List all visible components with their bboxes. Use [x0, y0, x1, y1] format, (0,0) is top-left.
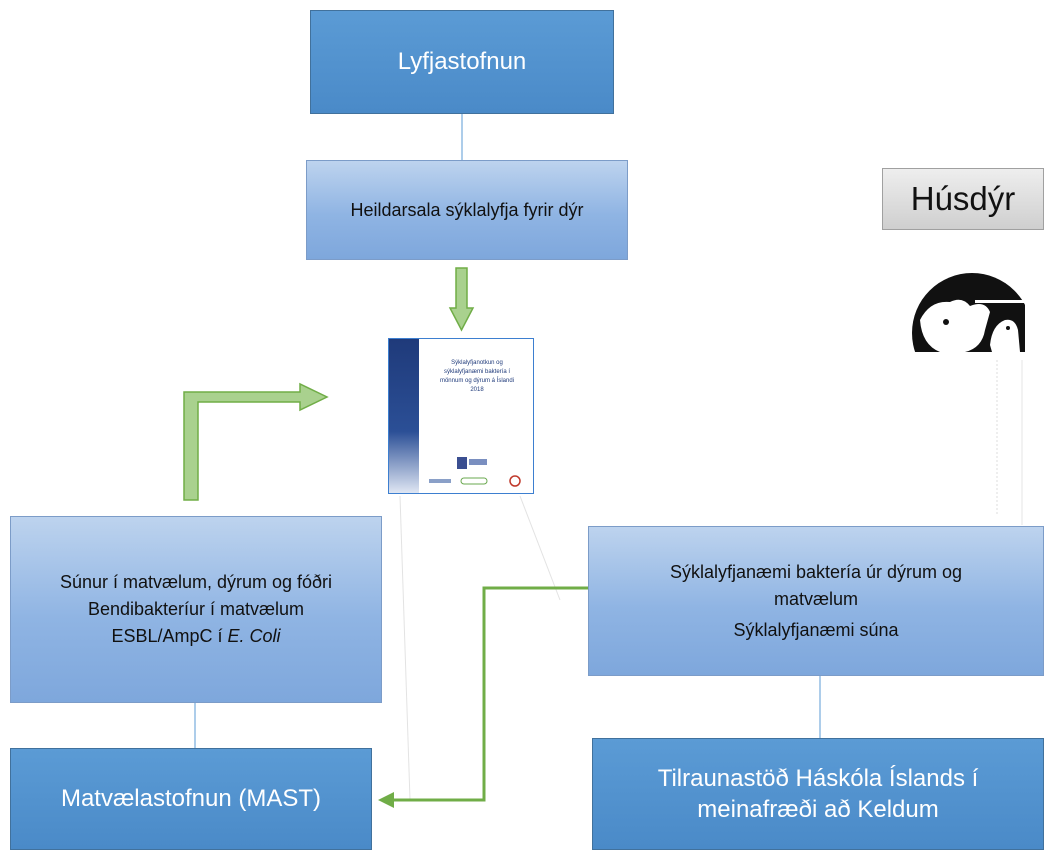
box-syklalyfjanaemi-line1: Sýklalyfjanæmi baktería úr dýrum og matv… [669, 561, 963, 609]
report-cover-title-line3: mönnum og dýrum á Íslandi [439, 378, 515, 384]
box-heildarsala: Heildarsala sýklalyfja fyrir dýr [306, 160, 628, 260]
report-cover-year: 2018 [470, 387, 484, 393]
box-sunur-line2: Bendibakteríur í matvælum [87, 599, 305, 619]
box-sunur-line3-italic: E. Coli [227, 626, 281, 646]
box-sunur-line3: ESBL/AmpC í E. Coli [111, 623, 280, 650]
box-heildarsala-label: Heildarsala sýklalyfja fyrir dýr [350, 199, 584, 220]
faint-line-2 [519, 495, 561, 601]
report-cover-title-line2: sýklalyfjanæmi baktería í [443, 369, 511, 375]
box-lyfjastofnun-label: Lyfjastofnun [397, 48, 527, 75]
box-sunur: Súnur í matvælum, dýrum og fóðri Bendiba… [10, 516, 382, 703]
down-arrow-icon [448, 267, 475, 332]
report-cover-band [389, 339, 419, 493]
report-cover-logos [429, 457, 521, 487]
report-cover-icon: Sýklalyfjanotkun og sýklalyfjanæmi bakte… [388, 338, 534, 494]
box-syklalyfjanaemi-line2: Sýklalyfjanæmi súna [733, 619, 899, 640]
report-cover-title: Sýklalyfjanotkun og sýklalyfjanæmi bakte… [427, 359, 527, 395]
box-sunur-line3-prefix: ESBL/AmpC í [111, 626, 228, 646]
box-mast: Matvælastofnun (MAST) [10, 748, 372, 850]
box-sunur-line1: Súnur í matvælum, dýrum og fóðri [59, 572, 333, 592]
box-mast-label: Matvælastofnun (MAST) [60, 785, 322, 812]
box-husdyr: Húsdýr [882, 168, 1044, 230]
arrowhead-icon [378, 792, 394, 808]
bent-arrow-icon [183, 382, 329, 501]
box-syklalyfjanaemi: Sýklalyfjanæmi baktería úr dýrum og matv… [588, 526, 1044, 676]
box-keldur-label: Tilraunastöð Háskóla Íslands í meinafræð… [657, 764, 979, 823]
elbow-connector-arrow [392, 586, 588, 802]
box-husdyr-label: Húsdýr [910, 180, 1016, 217]
box-lyfjastofnun: Lyfjastofnun [310, 10, 614, 114]
faint-line-1 [399, 495, 411, 801]
box-keldur: Tilraunastöð Háskóla Íslands í meinafræð… [592, 738, 1044, 850]
report-cover-title-line1: Sýklalyfjanotkun og [451, 360, 503, 366]
